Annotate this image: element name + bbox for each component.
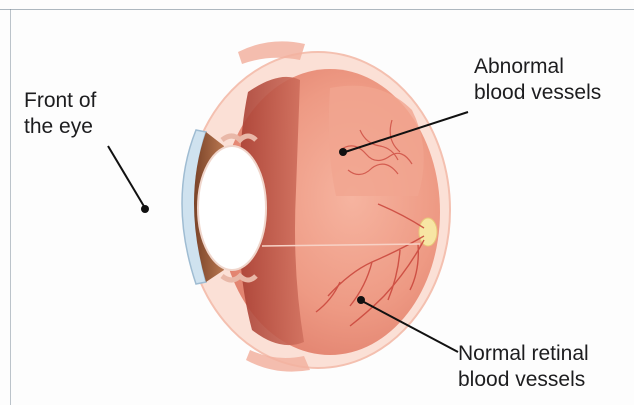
leader-dot-abnormal — [339, 148, 347, 156]
leader-dot-normal — [357, 296, 365, 304]
label-front-of-eye: Front of the eye — [24, 88, 96, 140]
label-normal-vessels: Normal retinal blood vessels — [458, 341, 589, 393]
label-front-line1: Front of — [24, 88, 96, 114]
optic-disc — [419, 218, 437, 246]
label-abnormal-line2: blood vessels — [474, 80, 601, 106]
label-normal-line2: blood vessels — [458, 367, 589, 393]
leader-dot-front — [141, 205, 149, 213]
label-front-line2: the eye — [24, 114, 96, 140]
label-abnormal-vessels: Abnormal blood vessels — [474, 54, 601, 106]
label-normal-line1: Normal retinal — [458, 341, 589, 367]
leader-front — [108, 146, 149, 213]
label-abnormal-line1: Abnormal — [474, 54, 601, 80]
lens — [198, 146, 266, 270]
